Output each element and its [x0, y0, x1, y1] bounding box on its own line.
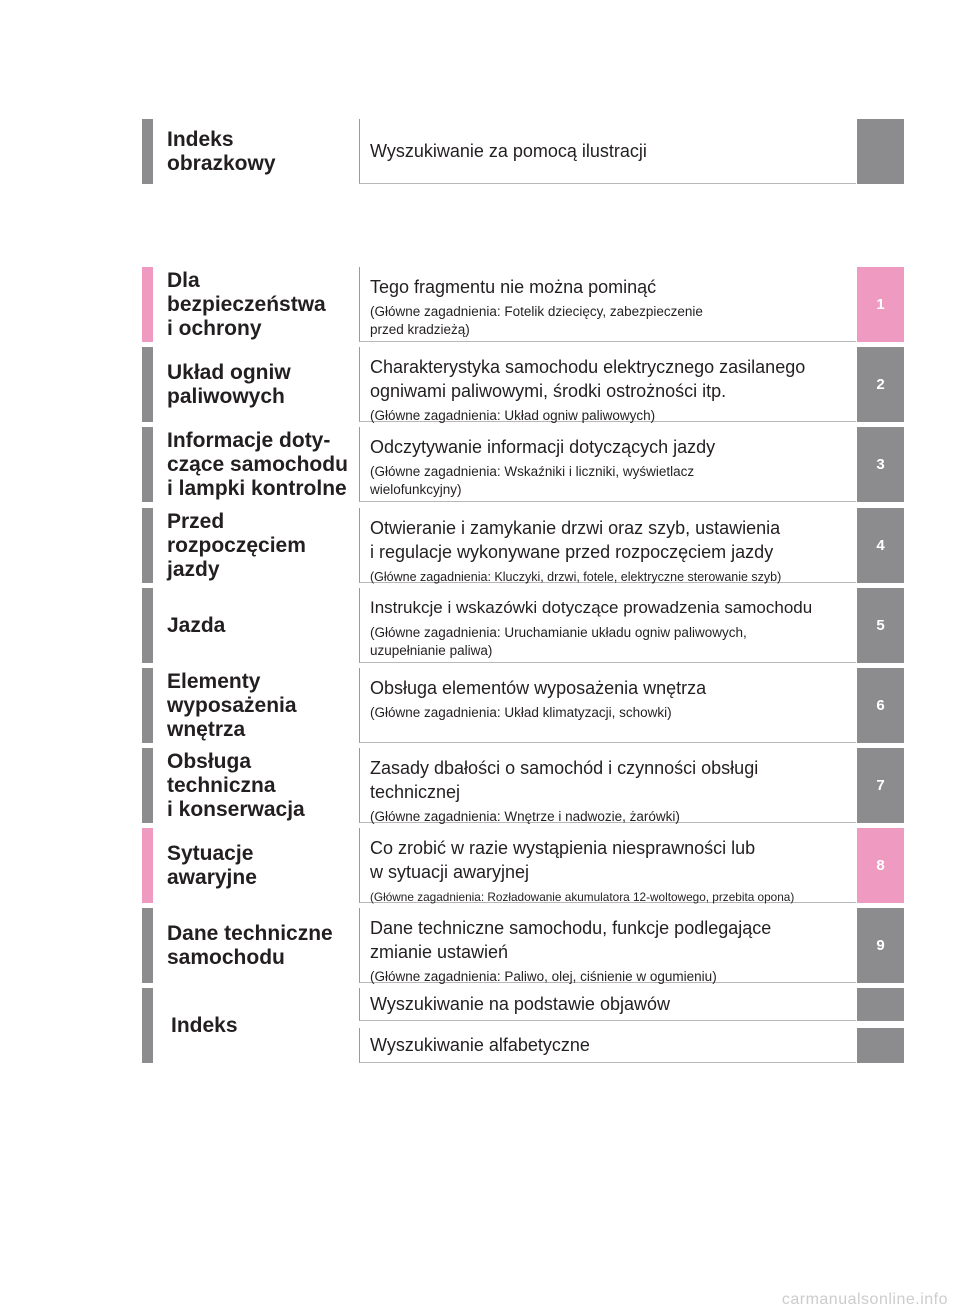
chapter-number-tab[interactable]: 4 [857, 508, 904, 583]
chapter-row[interactable]: Obsługa techniczna i konserwacja Zasady d… [142, 748, 904, 824]
chapter-number-tab[interactable]: 9 [857, 908, 904, 983]
section-title: Obsługa techniczna i konserwacja [167, 749, 305, 821]
section-subtext: (Główne zagadnienia: Kluczyki, drzwi, fo… [370, 570, 782, 584]
section-title: Indeks [171, 1013, 238, 1037]
section-title: Sytuacje awaryjne [167, 841, 257, 889]
section-main-text: Obsługa elementów wyposażenia wnętrza [370, 678, 707, 698]
section-subtext: (Główne zagadnienia: Układ ogniw paliwow… [370, 408, 656, 423]
section-description: Obsługa elementów wyposażenia wnętrza (Gł… [359, 668, 856, 743]
chapter-row[interactable]: Dane techniczne samochodu Dane techniczne… [142, 908, 904, 984]
section-description: Charakterystyka samochodu elektrycznego … [359, 347, 856, 423]
section-subtext: (Główne zagadnienia: Wskaźniki i licznik… [370, 464, 695, 497]
section-main-text: Dane techniczne samochodu, funkcje podle… [370, 918, 772, 962]
section-title: Jazda [167, 613, 226, 637]
section-title: Indeks obrazkowy [167, 127, 276, 175]
section-bar [142, 828, 153, 903]
section-subtext: (Główne zagadnienia: Układ klimatyzacji,… [370, 705, 672, 720]
chapter-number-tab[interactable]: 2 [857, 347, 904, 422]
index-item-symptoms[interactable]: Wyszukiwanie na podstawie objawów [359, 988, 856, 1021]
section-bar [142, 988, 153, 1063]
section-bar [142, 119, 153, 184]
section-bar [142, 267, 153, 342]
section-main-text: Zasady dbałości o samochód i czynności o… [370, 758, 759, 802]
chapter-number-tab[interactable]: 6 [857, 668, 904, 743]
chapter-row[interactable]: Jazda Instrukcje i wskazówki dotyczące pr… [142, 588, 904, 663]
section-description: Dane techniczne samochodu, funkcje podle… [359, 908, 856, 984]
section-title: Elementy wyposażenia wnętrza [167, 669, 297, 741]
section-bar [142, 588, 153, 663]
section-subtext: (Główne zagadnienia: Wnętrze i nadwozie,… [370, 809, 680, 824]
section-description: Zasady dbałości o samochód i czynności o… [359, 748, 856, 824]
picture-index-row[interactable]: Indeks obrazkowy Wyszukiwanie za pomocą … [142, 119, 904, 184]
section-description: Tego fragmentu nie można pominąć (Główne … [359, 267, 856, 342]
section-subtext: (Główne zagadnienia: Uruchamianie układu… [370, 625, 747, 658]
chapter-number-tab[interactable]: 1 [857, 267, 904, 342]
section-description: Odczytywanie informacji dotyczących jazd… [359, 427, 856, 502]
section-description: Co zrobić w razie wystąpienia niesprawno… [359, 828, 856, 904]
index-item-label: Wyszukiwanie alfabetyczne [370, 1035, 590, 1055]
chapter-row[interactable]: Układ ogniw paliwowych Charakterystyka sa… [142, 347, 904, 423]
section-description: Otwieranie i zamykanie drzwi oraz szyb, … [359, 508, 856, 584]
section-title: Dane techniczne samochodu [167, 921, 333, 969]
index-item-label: Wyszukiwanie na podstawie objawów [370, 994, 670, 1014]
section-title: Przed rozpoczęciem jazdy [167, 509, 306, 581]
section-main-text: Charakterystyka samochodu elektrycznego … [370, 357, 806, 401]
section-tab[interactable] [857, 1028, 904, 1063]
section-main-text: Wyszukiwanie za pomocą ilustracji [370, 141, 647, 161]
chapter-row[interactable]: Sytuacje awaryjne Co zrobić w razie wystą… [142, 828, 904, 904]
section-bar [142, 508, 153, 583]
section-main-text: Odczytywanie informacji dotyczących jazd… [370, 437, 716, 457]
chapter-number-tab[interactable]: 5 [857, 588, 904, 663]
section-main-text: Otwieranie i zamykanie drzwi oraz szyb, … [370, 518, 781, 562]
section-title: Informacje doty- czące samochodu i lampk… [167, 428, 348, 500]
section-main-text: Tego fragmentu nie można pominąć [370, 277, 657, 297]
section-main-text: Instrukcje i wskazówki dotyczące prowadz… [370, 598, 813, 617]
section-tab[interactable] [857, 119, 904, 184]
chapter-row[interactable]: Informacje doty- czące samochodu i lampk… [142, 427, 904, 502]
section-bar [142, 347, 153, 422]
chapter-number-tab[interactable]: 7 [857, 748, 904, 823]
chapter-number-tab[interactable]: 3 [857, 427, 904, 502]
section-bar [142, 427, 153, 502]
section-bar [142, 908, 153, 983]
section-title: Dla bezpieczeństwa i ochrony [167, 268, 326, 340]
section-main-text: Co zrobić w razie wystąpienia niesprawno… [370, 838, 756, 882]
chapter-row[interactable]: Dla bezpieczeństwa i ochrony Tego fragmen… [142, 267, 904, 342]
section-tab[interactable] [857, 988, 904, 1021]
section-bar [142, 748, 153, 823]
section-subtext: (Główne zagadnienia: Fotelik dziecięcy, … [370, 304, 703, 337]
index-row: Indeks Wyszukiwanie na podstawie objawów… [142, 988, 904, 1063]
section-title: Układ ogniw paliwowych [167, 360, 291, 408]
index-item-alphabetical[interactable]: Wyszukiwanie alfabetyczne [359, 1028, 856, 1063]
chapter-number-tab[interactable]: 8 [857, 828, 904, 903]
section-bar [142, 668, 153, 743]
chapter-row[interactable]: Przed rozpoczęciem jazdy Otwieranie i zam… [142, 508, 904, 584]
section-subtext: (Główne zagadnienia: Paliwo, olej, ciśni… [370, 969, 717, 984]
section-description: Wyszukiwanie za pomocą ilustracji [359, 119, 856, 184]
section-description: Instrukcje i wskazówki dotyczące prowadz… [359, 588, 856, 663]
watermark: carmanualsonline.info [781, 1291, 948, 1308]
section-subtext: (Główne zagadnienia: Rozładowanie akumul… [370, 890, 795, 904]
chapter-row[interactable]: Elementy wyposażenia wnętrza Obsługa elem… [142, 668, 904, 743]
